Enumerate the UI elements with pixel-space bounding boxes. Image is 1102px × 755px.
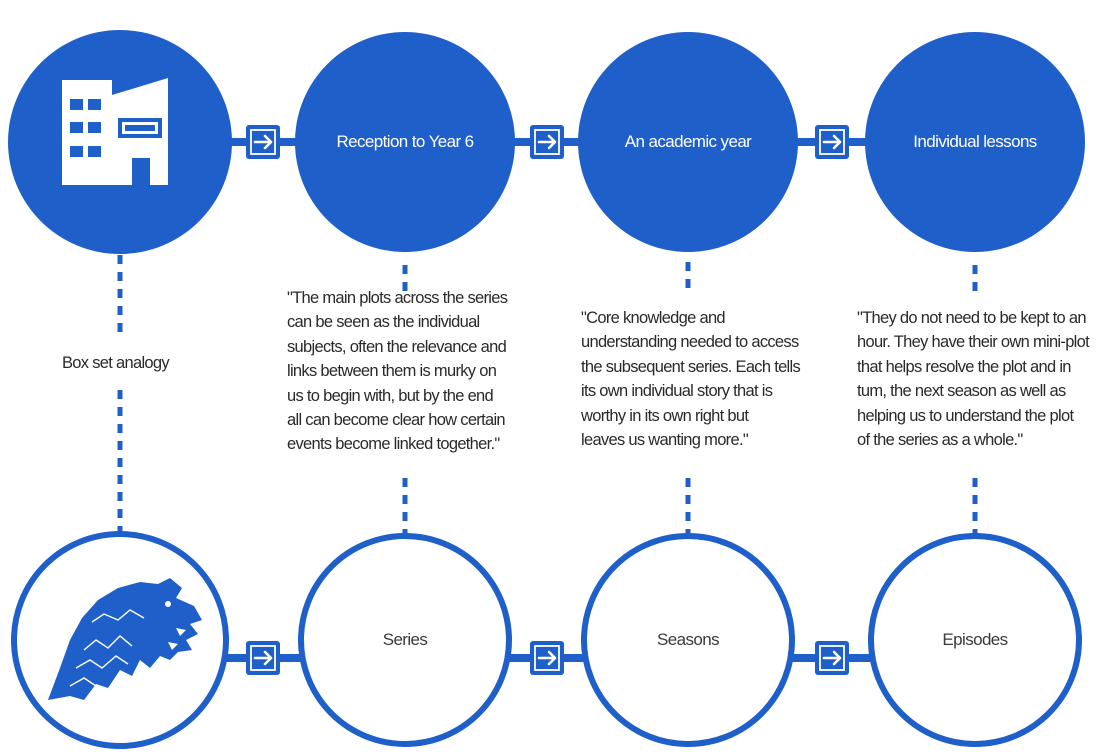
node-label-academic-year: An academic year bbox=[624, 132, 752, 151]
arrow-box-frame bbox=[819, 645, 845, 671]
school-building-icon bbox=[62, 78, 168, 185]
quote-line: "They do not need to be kept to an bbox=[857, 309, 1087, 327]
arrow-glyph bbox=[537, 134, 557, 150]
wolf-head-icon bbox=[48, 578, 202, 700]
quote-line: helping us to understand the plot bbox=[857, 406, 1074, 425]
quote-line: its own individual story that is bbox=[581, 382, 773, 401]
quote-line: links between them is murky on bbox=[287, 362, 497, 381]
arrow-glyph bbox=[253, 134, 273, 150]
quote-line: "The main plots across the series bbox=[287, 289, 508, 307]
arrow-box-frame bbox=[534, 129, 560, 155]
node-label-series: Series bbox=[382, 630, 428, 649]
quote-line: leaves us wanting more." bbox=[581, 431, 749, 450]
quote-line: "Core knowledge and bbox=[581, 309, 726, 327]
node-circle-reception bbox=[295, 32, 515, 252]
node-label-episodes: Episodes bbox=[942, 630, 1008, 649]
quote-series: "The main plots across the series can be… bbox=[287, 286, 508, 457]
quote-line: that helps resolve the plot and in bbox=[857, 357, 1071, 376]
node-circle-episodes bbox=[868, 533, 1082, 747]
quote-line: events become linked together." bbox=[287, 435, 500, 454]
quote-line: of the series as a whole." bbox=[857, 431, 1023, 450]
arrow-glyph bbox=[253, 650, 273, 666]
arrow-box-frame bbox=[250, 645, 276, 671]
quote-line: understanding needed to access bbox=[581, 333, 799, 352]
analogy-label: Box set analogy bbox=[58, 354, 173, 373]
arrow-box-frame bbox=[819, 129, 845, 155]
quote-line: can be seen as the individual bbox=[287, 313, 480, 332]
quote-episodes: "They do not need to be kept to an hour.… bbox=[857, 306, 1090, 452]
arrow-glyph bbox=[822, 134, 842, 150]
node-circle-lessons bbox=[865, 32, 1085, 252]
node-circle-academic-year bbox=[578, 32, 798, 252]
quote-line: subjects, often the relevance and bbox=[287, 337, 507, 356]
quote-seasons: "Core knowledge and understanding needed… bbox=[581, 306, 801, 452]
node-label-lessons: Individual lessons bbox=[913, 132, 1037, 151]
arrow-glyph bbox=[822, 650, 842, 666]
arrow-box-frame bbox=[534, 645, 560, 671]
node-circle-seasons bbox=[581, 533, 795, 747]
quote-line: worthy in its own right but bbox=[581, 406, 749, 425]
node-label-reception: Reception to Year 6 bbox=[336, 132, 475, 151]
node-circle-series bbox=[298, 533, 512, 747]
quote-line: the subsequent series. Each tells bbox=[581, 357, 801, 376]
node-label-seasons: Seasons bbox=[657, 630, 720, 649]
quote-line: all can become clear how certain bbox=[287, 411, 506, 430]
quote-line: us to begin with, but by the end bbox=[287, 386, 494, 405]
arrow-box-frame bbox=[250, 129, 276, 155]
quote-line: tum, the next season as well as bbox=[857, 382, 1066, 401]
quote-line: hour. They have their own mini-plot bbox=[857, 333, 1090, 352]
arrow-glyph bbox=[537, 650, 557, 666]
